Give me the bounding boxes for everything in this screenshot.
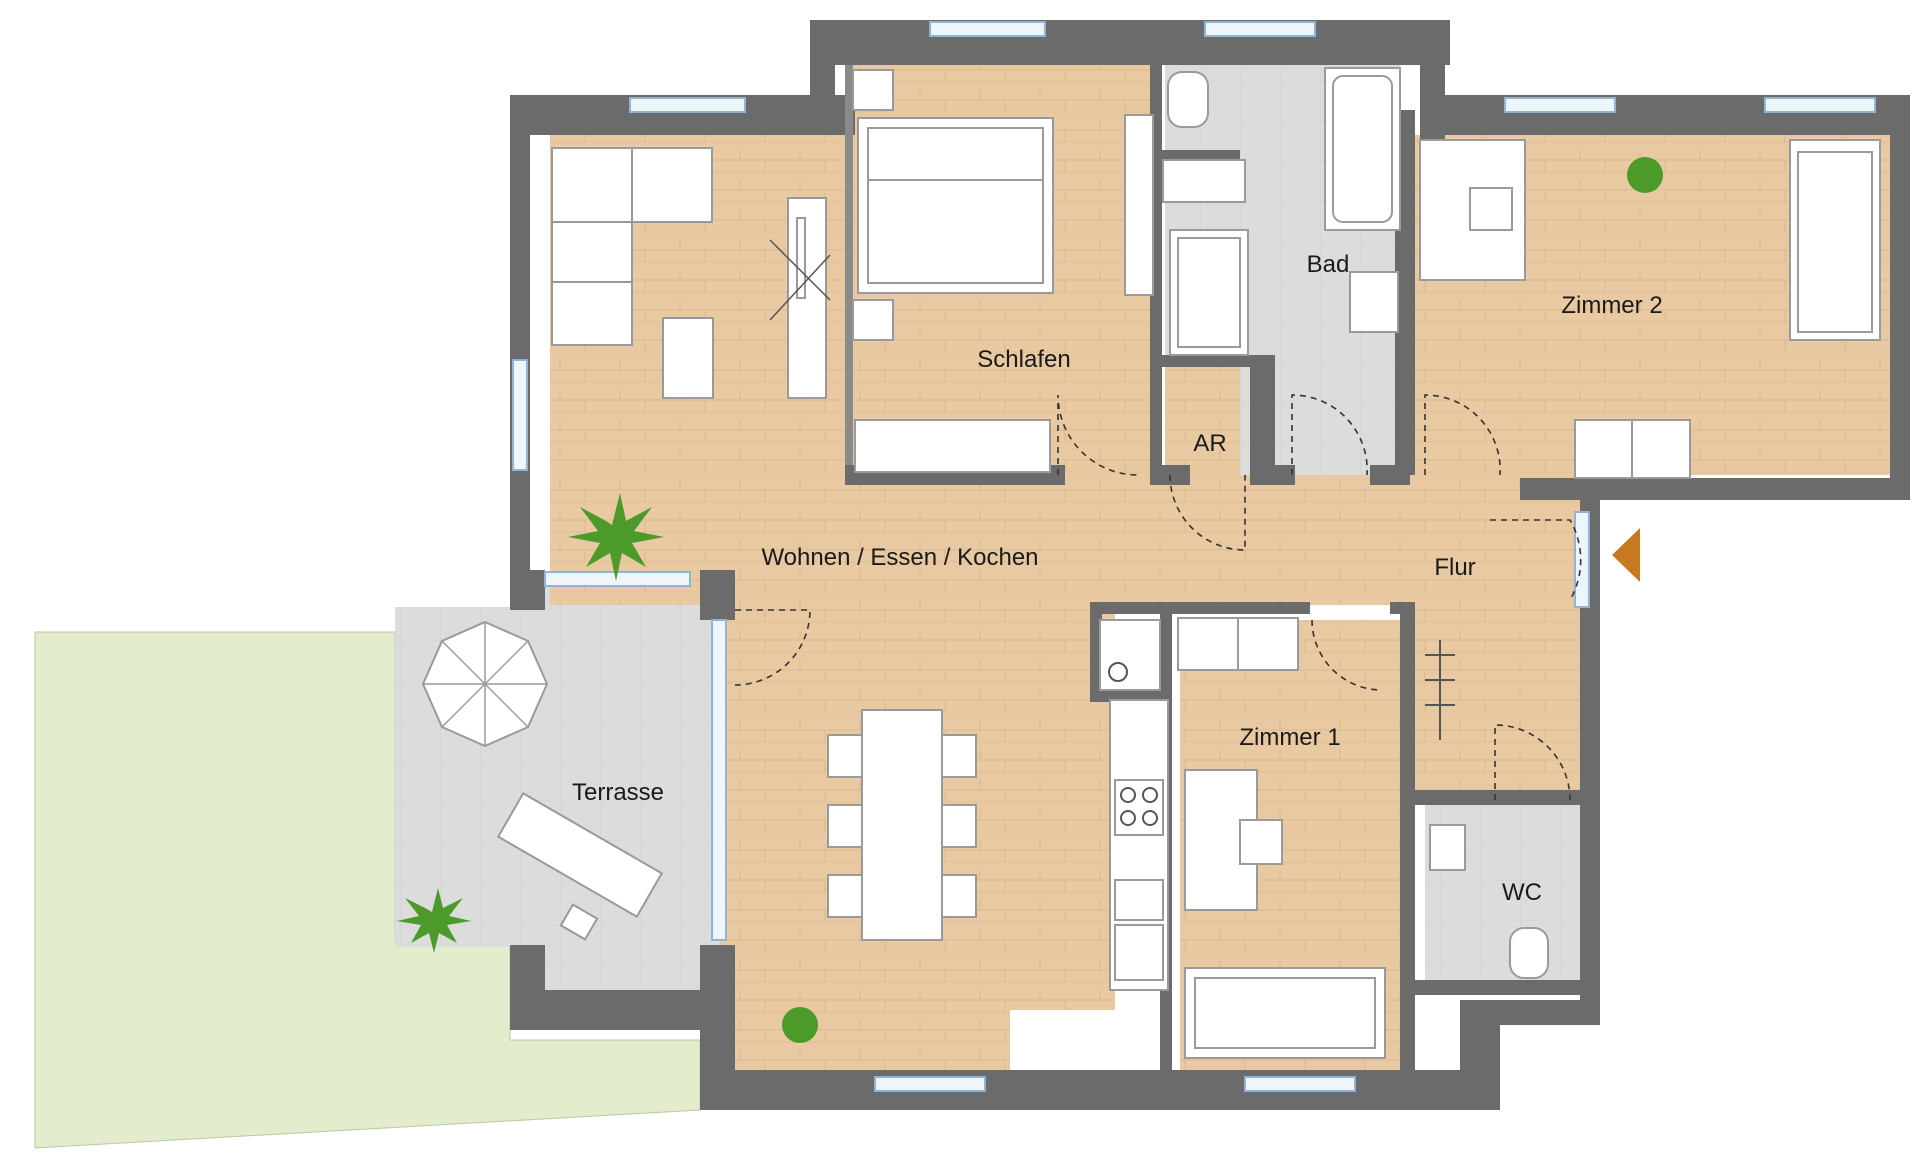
entrance-arrow-icon [1612,528,1640,582]
room-label-wc: WC [1502,879,1542,906]
room-label-terrasse: Terrasse [572,779,664,806]
room-label-zimmer1: Zimmer 1 [1239,724,1340,751]
plant-icon [397,157,1663,1043]
room-label-wohnen: Wohnen / Essen / Kochen [761,544,1038,571]
room-label-ar: AR [1193,430,1226,457]
room-label-zimmer2: Zimmer 2 [1561,292,1662,319]
room-label-flur: Flur [1434,554,1475,581]
windows [512,21,1876,1092]
furniture [421,67,1881,1059]
room-label-schlafen: Schlafen [977,346,1070,373]
doors [734,394,1582,801]
room-label-bad: Bad [1307,251,1350,278]
